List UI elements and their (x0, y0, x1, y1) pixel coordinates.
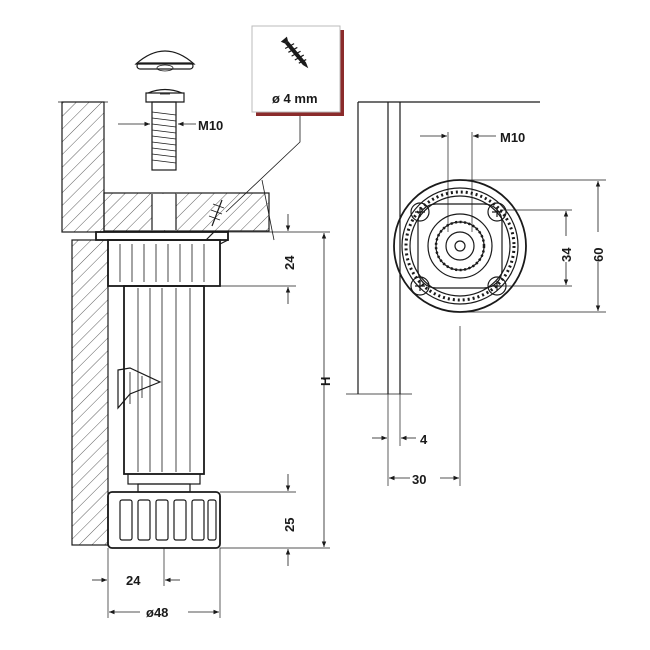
dim-top-height-label: 24 (282, 255, 297, 270)
dim-base-diameter: ø48 (109, 605, 219, 620)
dim-inner-diameter-label: 34 (559, 247, 574, 262)
side-bolt-dimension: M10 (118, 118, 223, 133)
dim-inner-diameter: 34 (500, 209, 574, 287)
top-bolt-dimension: M10 (420, 130, 525, 232)
dim-bottom-height: 25 (282, 474, 297, 566)
bolt-hole (152, 194, 176, 230)
side-panel-upper (61, 101, 105, 233)
dim-center-offset-label: 30 (412, 472, 426, 487)
dim-half-width: 24 (92, 573, 180, 588)
top-bolt-label: M10 (500, 130, 525, 145)
side-bolt-label: M10 (198, 118, 223, 133)
dim-top-height: 24 (282, 214, 297, 304)
dim-outer-diameter-label: 60 (591, 248, 606, 262)
bolt-m10 (145, 88, 185, 171)
top-view-leg (393, 179, 527, 313)
top-collar (107, 239, 221, 287)
dim-total-height: H (318, 233, 333, 547)
dim-total-height-label: H (318, 377, 333, 386)
dim-center-offset: 30 (389, 326, 461, 487)
cap-cover (134, 50, 196, 72)
dim-offset: 4 (372, 394, 428, 486)
wood-screw (208, 199, 225, 227)
dim-offset-label: 4 (420, 432, 428, 447)
dim-base-diameter-label: ø48 (146, 605, 168, 620)
leg-assembly (95, 199, 229, 549)
top-view-panel-outline (346, 101, 540, 395)
bottom-panel (103, 192, 270, 232)
screw-icon (280, 36, 309, 69)
plinth-panel (71, 239, 109, 546)
screw-diameter-label: ø 4 mm (272, 91, 318, 106)
leg-tube (123, 285, 205, 475)
dim-outer-diameter: 60 (462, 179, 606, 313)
callout-leader (225, 113, 301, 213)
dim-bottom-height-label: 25 (282, 518, 297, 532)
cabinet-panels (58, 101, 275, 546)
dim-half-width-label: 24 (126, 573, 141, 588)
screw-callout: ø 4 mm (251, 25, 344, 116)
